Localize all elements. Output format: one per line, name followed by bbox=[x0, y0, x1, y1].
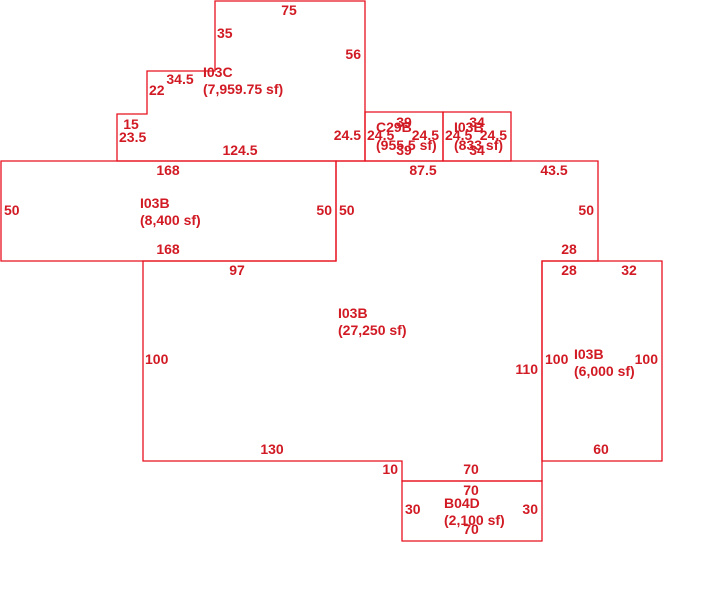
dim-i03c-right-lower: 24.5 bbox=[334, 127, 361, 143]
b04d-code: B04D bbox=[444, 495, 480, 511]
i03b-east-area: (6,000 sf) bbox=[574, 363, 635, 379]
dim-b04d-top: 70 bbox=[463, 482, 479, 498]
dim-main-upper-left: 50 bbox=[339, 202, 355, 218]
dim-c29b-left: 24.5 bbox=[367, 127, 394, 143]
dim-c29b-bottom: 39 bbox=[396, 142, 412, 158]
i03b-main-area: (27,250 sf) bbox=[338, 322, 406, 338]
dim-main-notch: 28 bbox=[561, 241, 577, 257]
dim-west-top: 168 bbox=[156, 162, 180, 178]
dim-i03c-top: 75 bbox=[281, 2, 297, 18]
dim-small-right: 24.5 bbox=[480, 127, 507, 143]
i03b-east-outline bbox=[541, 260, 663, 462]
dim-west-bottom: 168 bbox=[156, 241, 180, 257]
dim-b04d-right: 30 bbox=[522, 501, 538, 517]
dim-east-right: 100 bbox=[635, 351, 659, 367]
dim-east-top: 32 bbox=[621, 262, 637, 278]
c29b-code: C29B bbox=[376, 119, 412, 135]
dim-i03c-right: 56 bbox=[345, 46, 361, 62]
label-group: I03C(7,959.75 sf)I03B(8,400 sf)I03B(27,2… bbox=[4, 2, 658, 537]
i03b-west-area: (8,400 sf) bbox=[140, 212, 201, 228]
b04d-area: (2,100 sf) bbox=[444, 512, 505, 528]
dim-main-left: 100 bbox=[145, 351, 169, 367]
dim-east-bottom: 60 bbox=[593, 441, 609, 457]
dim-west-right: 50 bbox=[316, 202, 332, 218]
outline-group bbox=[0, 0, 663, 542]
dim-east-left: 100 bbox=[545, 351, 569, 367]
dim-main-right-upper: 50 bbox=[578, 202, 594, 218]
dim-east-top-left: 28 bbox=[561, 262, 577, 278]
dim-i03c-left-upper: 35 bbox=[217, 25, 233, 41]
dim-main-bottom: 130 bbox=[260, 441, 284, 457]
dim-i03c-ledge-side: 23.5 bbox=[119, 129, 146, 145]
dim-main-top-right: 43.5 bbox=[540, 162, 567, 178]
dim-main-bottom-right: 70 bbox=[463, 461, 479, 477]
dim-b04d-bottom: 70 bbox=[463, 521, 479, 537]
i03c-code: I03C bbox=[203, 64, 233, 80]
dim-main-bottom-left: 97 bbox=[229, 262, 245, 278]
dim-c29b-top: 39 bbox=[396, 114, 412, 130]
i03b-small-code: I03B bbox=[454, 119, 484, 135]
dim-main-step: 10 bbox=[382, 461, 398, 477]
i03b-east-code: I03B bbox=[574, 346, 604, 362]
i03b-main-code: I03B bbox=[338, 305, 368, 321]
dim-west-left: 50 bbox=[4, 202, 20, 218]
dim-small-bottom: 34 bbox=[469, 142, 485, 158]
dim-main-top: 87.5 bbox=[409, 162, 436, 178]
i03b-small-area: (833 sf) bbox=[454, 137, 503, 153]
dim-small-top: 34 bbox=[469, 114, 485, 130]
i03b-west-code: I03B bbox=[140, 195, 170, 211]
dim-small-left: 24.5 bbox=[445, 127, 472, 143]
i03c-area: (7,959.75 sf) bbox=[203, 81, 283, 97]
dim-main-right-lower: 110 bbox=[515, 361, 538, 377]
dim-c29b-right: 24.5 bbox=[412, 127, 439, 143]
dim-i03c-ledge-top: 15 bbox=[123, 116, 139, 132]
dim-i03c-step-top: 34.5 bbox=[166, 71, 193, 87]
c29b-area: (955.5 sf) bbox=[376, 137, 437, 153]
dim-b04d-left: 30 bbox=[405, 501, 421, 517]
dim-i03c-step-side: 22 bbox=[149, 82, 165, 98]
dim-i03c-bottom: 124.5 bbox=[222, 142, 257, 158]
b04d-outline bbox=[401, 480, 543, 542]
i03b-main-outline bbox=[142, 160, 599, 482]
i03b-small-outline bbox=[442, 111, 512, 162]
i03c-outline bbox=[116, 0, 366, 162]
